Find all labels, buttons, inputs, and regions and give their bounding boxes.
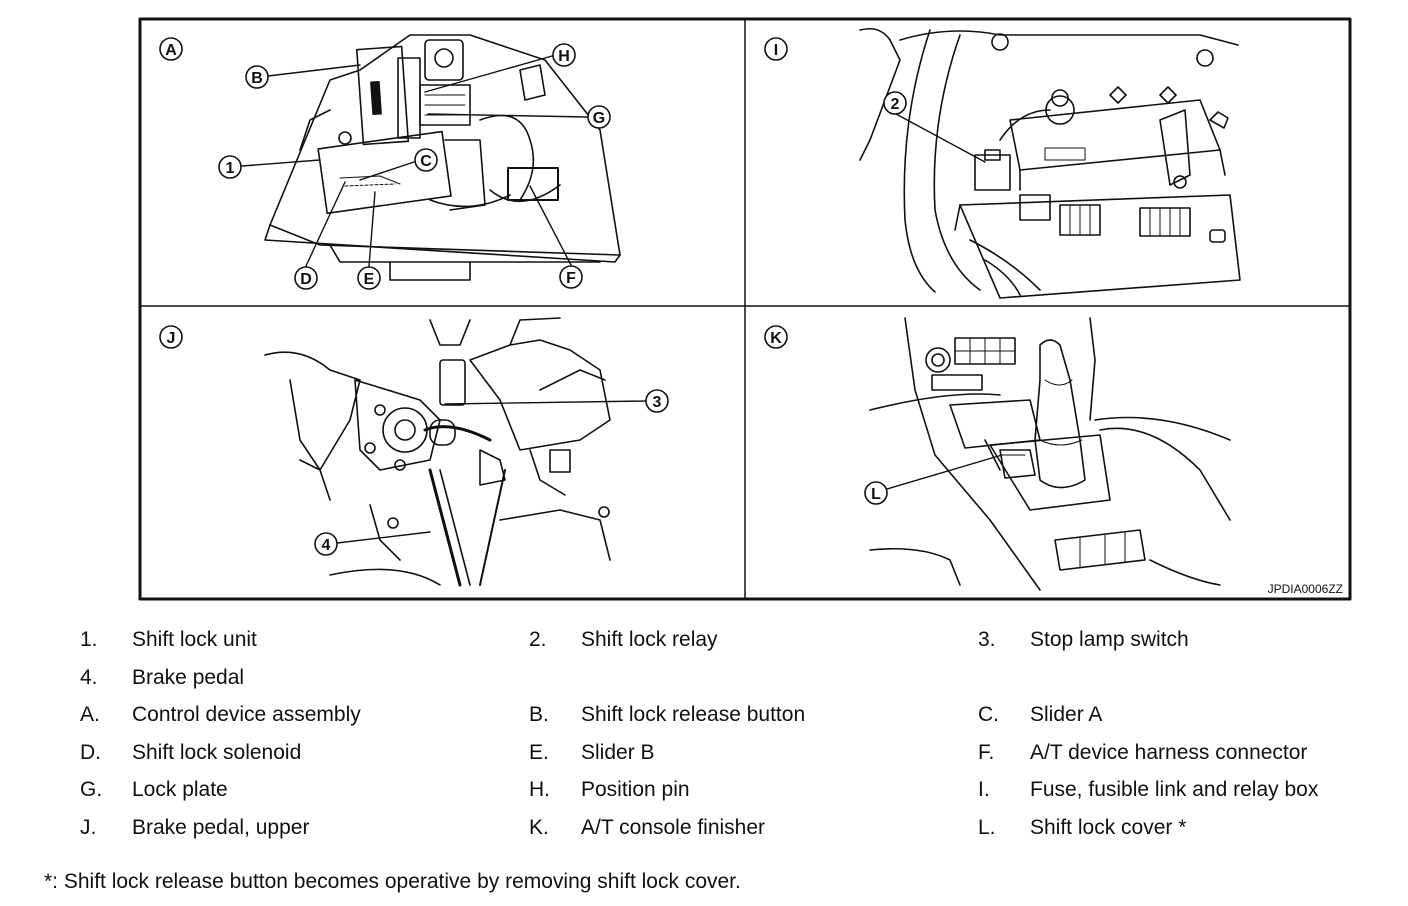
legend-key: B. xyxy=(529,703,549,726)
legend-text: Brake pedal, upper xyxy=(132,815,310,839)
svg-text:J: J xyxy=(167,330,176,347)
legend-text: Shift lock relay xyxy=(581,628,718,651)
legend-text: A/T device harness connector xyxy=(1030,740,1308,764)
legend-key: J. xyxy=(80,815,97,839)
svg-text:3: 3 xyxy=(653,394,662,411)
svg-text:F: F xyxy=(566,270,576,287)
legend-text: Fuse, fusible link and relay box xyxy=(1030,778,1319,801)
svg-text:1: 1 xyxy=(226,160,235,177)
panel-a-illustration xyxy=(264,34,621,281)
svg-text:4: 4 xyxy=(322,537,331,554)
legend-text: Brake pedal xyxy=(132,665,245,689)
footnote: *: Shift lock release button becomes ope… xyxy=(44,870,741,893)
svg-text:E: E xyxy=(364,271,375,288)
svg-text:G: G xyxy=(593,110,605,127)
svg-text:L: L xyxy=(871,486,881,503)
callout-4: 4 xyxy=(314,532,338,556)
callout-3: 3 xyxy=(645,389,669,413)
legend-key: K. xyxy=(529,815,549,839)
legend-text: Slider B xyxy=(581,740,655,764)
legend-text: Slider A xyxy=(1030,703,1103,726)
legend-row: A. Control device assembly B. Shift lock r… xyxy=(0,703,1408,741)
legend-text: Control device assembly xyxy=(132,703,361,726)
legend-row: 1. Shift lock unit 2. Shift lock relay 3. S… xyxy=(0,628,1408,666)
legend-key: 4. xyxy=(80,665,98,689)
legend-row: G. Lock plate H. Position pin I. Fuse, fusi… xyxy=(0,778,1408,816)
legend-key: D. xyxy=(80,740,101,764)
legend-text: Shift lock release button xyxy=(581,703,806,726)
callout-c: C xyxy=(414,148,438,172)
legend-key: E. xyxy=(529,740,549,764)
legend-row: J. Brake pedal, upper K. A/T console finis… xyxy=(0,816,1408,854)
panel-k-illustration xyxy=(869,317,1231,591)
legend-text: Shift lock unit xyxy=(132,628,257,651)
svg-text:C: C xyxy=(420,153,432,170)
panel-i-illustration xyxy=(859,27,1241,299)
diagram-figure: A I J K B H G 1 C D E F xyxy=(138,17,1352,601)
callout-f: F xyxy=(559,265,583,289)
legend-key: 2. xyxy=(529,628,547,651)
legend-key: F. xyxy=(978,740,995,764)
legend-text: A/T console finisher xyxy=(581,815,766,839)
panel-label-k: K xyxy=(764,325,788,349)
svg-text:D: D xyxy=(300,271,312,288)
legend-key: 1. xyxy=(80,628,98,651)
legend-key: A. xyxy=(80,703,100,726)
legend-key: H. xyxy=(529,778,550,801)
callout-e: E xyxy=(357,266,381,290)
callout-h: H xyxy=(552,43,576,67)
callout-d: D xyxy=(294,266,318,290)
callout-1: 1 xyxy=(218,155,242,179)
legend-text: Shift lock cover * xyxy=(1030,815,1187,839)
callout-b: B xyxy=(245,65,269,89)
callout-l: L xyxy=(864,481,888,505)
panel-label-a: A xyxy=(159,37,183,61)
legend-text: Position pin xyxy=(581,778,690,801)
callout-2: 2 xyxy=(883,91,907,115)
legend-key: G. xyxy=(80,778,103,801)
svg-text:H: H xyxy=(558,48,570,65)
svg-text:I: I xyxy=(774,42,778,59)
legend-text: Stop lamp switch xyxy=(1030,628,1189,651)
svg-text:A: A xyxy=(165,42,177,59)
panel-label-i: I xyxy=(764,37,788,61)
legend-key: I. xyxy=(978,778,990,801)
panel-j-illustration xyxy=(264,317,611,587)
figure-code: JPDIA0006ZZ xyxy=(1268,582,1343,596)
legend-key: C. xyxy=(978,703,999,726)
legend-row: 4. Brake pedal xyxy=(0,666,1408,704)
svg-text:2: 2 xyxy=(891,96,900,113)
legend-text: Lock plate xyxy=(132,778,228,801)
legend: 1. Shift lock unit 2. Shift lock relay 3. S… xyxy=(0,628,1408,853)
legend-key: 3. xyxy=(978,628,996,651)
legend-row: D. Shift lock solenoid E. Slider B F. A/T d… xyxy=(0,741,1408,779)
callout-g: G xyxy=(587,105,611,129)
legend-text: Shift lock solenoid xyxy=(132,740,302,764)
panel-label-j: J xyxy=(159,325,183,349)
svg-text:B: B xyxy=(251,70,263,87)
legend-key: L. xyxy=(978,815,996,839)
svg-text:K: K xyxy=(770,330,782,347)
